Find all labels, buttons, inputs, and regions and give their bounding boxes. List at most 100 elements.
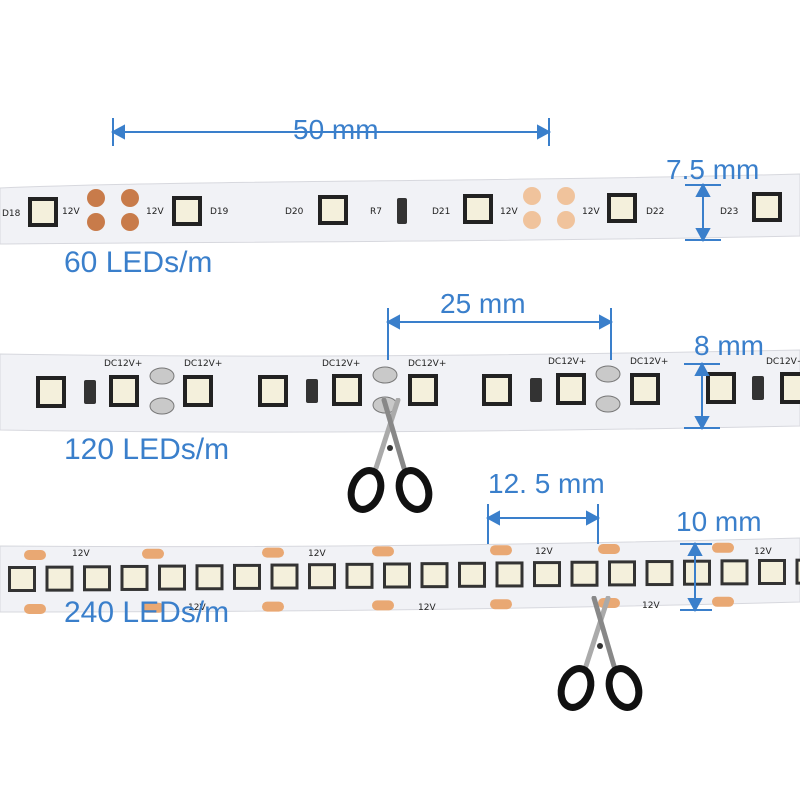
silk-label: D18 <box>2 209 21 219</box>
solder-pad <box>712 542 734 553</box>
width-dimension <box>684 361 720 431</box>
led <box>556 373 586 405</box>
led <box>495 561 524 588</box>
solder-pad <box>712 596 734 607</box>
led <box>109 375 139 407</box>
led <box>158 564 186 591</box>
led <box>172 196 202 226</box>
density-label: 60 LEDs/m <box>64 246 213 279</box>
led <box>345 562 374 589</box>
silk-label: 12V <box>188 603 206 613</box>
resistor <box>530 378 542 402</box>
led <box>458 561 486 588</box>
silk-label: 12V <box>500 207 518 217</box>
led <box>332 374 362 406</box>
led <box>45 565 74 592</box>
strip-240-leds: 12V 12V 12V 12V 12V 12V 12V <box>0 504 800 614</box>
pitch-label: 12. 5 mm <box>488 468 605 499</box>
pitch-label: 50 mm <box>293 114 379 145</box>
led <box>120 564 149 591</box>
density-label: 120 LEDs/m <box>64 433 230 466</box>
led <box>533 561 561 588</box>
silk-label: DC12V+ <box>548 357 586 367</box>
silk-label: D20 <box>285 207 304 217</box>
silk-label: 12V <box>146 207 164 217</box>
led <box>645 560 674 587</box>
led <box>308 563 336 590</box>
silk-label: 12V <box>62 207 80 217</box>
width-label: 8 mm <box>694 330 764 361</box>
solder-pad <box>490 599 512 610</box>
silk-label: 12V <box>535 547 553 557</box>
width-dimension <box>680 541 712 613</box>
width-label: 7.5 mm <box>666 154 760 185</box>
resistor <box>752 376 764 400</box>
led <box>28 197 58 227</box>
solder-pads <box>87 187 575 231</box>
width-label: 10 mm <box>676 506 762 537</box>
led <box>795 558 800 585</box>
led <box>758 559 786 585</box>
led <box>233 563 261 590</box>
led <box>83 565 111 592</box>
led <box>195 564 224 591</box>
led <box>780 372 800 404</box>
silk-label: 12V <box>72 549 90 559</box>
silk-label: 12V <box>582 207 600 217</box>
solder-pad <box>24 550 46 560</box>
led <box>383 562 411 589</box>
silk-label: 12V <box>308 549 326 559</box>
scissors-icon <box>557 596 643 711</box>
silk-label: R7 <box>370 207 382 217</box>
led <box>720 559 749 586</box>
solder-pad <box>372 600 394 611</box>
pitch-dimension <box>385 308 614 360</box>
silk-label: D21 <box>432 207 450 217</box>
led <box>683 559 711 586</box>
led <box>570 560 599 587</box>
width-dimension <box>685 182 721 243</box>
solder-pad <box>598 544 620 554</box>
led <box>408 374 438 406</box>
solder-pads <box>24 542 734 614</box>
led <box>706 372 736 404</box>
scissors-icon <box>347 398 433 513</box>
density-label: 240 LEDs/m <box>64 596 230 629</box>
silk-label: D22 <box>646 207 664 217</box>
led <box>630 373 660 405</box>
led <box>463 194 493 224</box>
solder-pad <box>142 548 164 559</box>
solder-pad <box>24 604 46 614</box>
led-row <box>8 558 800 592</box>
led <box>607 193 637 223</box>
silk-label: DC12V+ <box>184 359 222 369</box>
silk-label: DC12V+ <box>408 359 446 369</box>
silk-label: DC12V+ <box>630 357 668 367</box>
silk-label: DC12V+ <box>104 359 142 369</box>
led <box>420 562 449 589</box>
solder-pad <box>142 602 164 613</box>
led <box>608 560 636 587</box>
solder-pads <box>149 367 175 415</box>
strip-60-leds: D18 12V 12V D19 D20 R7 D21 12V 12V D22 D… <box>0 118 800 245</box>
solder-pad <box>490 545 512 556</box>
pitch-label: 25 mm <box>440 288 526 319</box>
pitch-dimension <box>485 504 601 544</box>
silk-label: D23 <box>720 207 738 217</box>
silk-label: 12V <box>754 547 772 557</box>
led <box>482 374 512 406</box>
silk-label: D19 <box>210 207 229 217</box>
solder-pad <box>262 601 284 612</box>
solder-pads <box>595 365 621 413</box>
led <box>258 375 288 407</box>
strip-120-leds: DC12V+ DC12V+ DC12V+ DC12V+ DC12V+ DC12V… <box>0 308 800 433</box>
led <box>183 375 213 407</box>
resistor <box>84 380 96 404</box>
led <box>752 192 782 222</box>
led <box>8 566 36 592</box>
resistor <box>397 198 407 224</box>
silk-label: 12V <box>418 603 436 613</box>
pitch-dimension <box>110 118 552 146</box>
led <box>318 195 348 225</box>
led <box>270 563 299 590</box>
